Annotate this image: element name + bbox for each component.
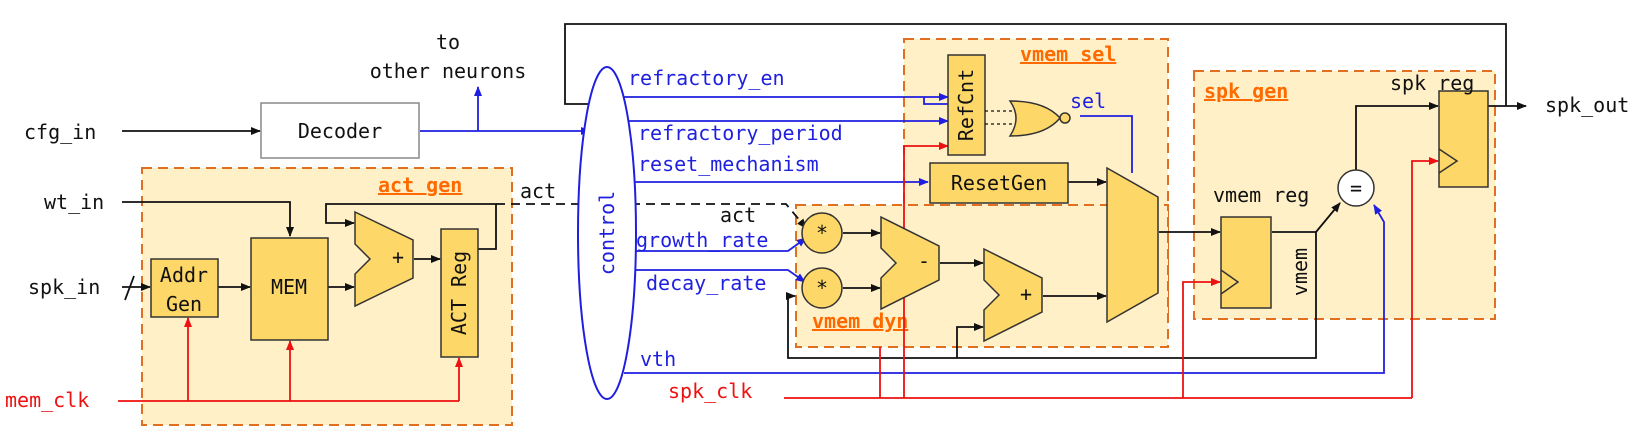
addr-gen-label-1: Addr [160, 263, 208, 287]
mem-clk-label: mem_clk [5, 388, 89, 412]
mult-1 [801, 212, 843, 254]
spk-out-label: spk_out [1545, 93, 1629, 117]
eq-sign: = [1350, 176, 1362, 200]
refcnt-block [947, 54, 986, 156]
growth-rate-wire [624, 237, 807, 252]
spk-clk-to-refcnt-wire [903, 142, 949, 398]
to-other-neurons-line2: other neurons [370, 59, 527, 83]
eq-comparator [1337, 169, 1375, 207]
mult-2 [801, 267, 843, 309]
decoder-block [260, 102, 420, 159]
spk-reg-clk-symbol [1438, 148, 1459, 174]
spk-in-bus-mark [124, 275, 135, 301]
resetgen-label: ResetGen [951, 171, 1047, 195]
nor-bubble [1059, 112, 1071, 124]
control-block [577, 66, 637, 400]
dyn-adder-block [983, 247, 1043, 343]
subtractor-sign: - [918, 249, 930, 273]
spk-feedback-wire [564, 23, 1507, 108]
act-gen-title: act gen [378, 173, 462, 197]
decoder-label: Decoder [298, 119, 382, 143]
refractory-period-label: refractory_period [638, 121, 843, 145]
vmem-vertical-label: vmem [1288, 248, 1312, 296]
decay-rate-wire [628, 269, 806, 283]
wt-in-wire [122, 201, 294, 237]
mem-label: MEM [271, 275, 307, 299]
resetgen-block [929, 162, 1069, 204]
refcnt-label: RefCnt [954, 69, 978, 141]
spk-reg-label: spk reg [1390, 71, 1474, 95]
refractory-en-nor-wire [923, 97, 948, 105]
nor-gate [1008, 100, 1061, 137]
actreg-feedback-wire [325, 203, 497, 250]
vth-label: vth [640, 347, 676, 371]
blue-wires [420, 86, 1385, 374]
eq-to-spkreg-wire [1355, 102, 1439, 171]
mem-block [250, 237, 329, 341]
black-wires [122, 23, 1527, 359]
act-label-2: act [720, 203, 756, 227]
addr-gen-block [150, 258, 219, 318]
control-label: control [595, 191, 619, 275]
vmem-reg-block [1220, 216, 1272, 309]
vmem-sel-title: vmem sel [1020, 42, 1116, 66]
spk-in-label: spk_in [28, 275, 100, 299]
vmem-reg-clk-symbol [1220, 269, 1240, 295]
vmem-mux [1106, 166, 1159, 324]
act-dashed-wire [496, 203, 807, 229]
vmem-to-eq-wire [1315, 202, 1341, 233]
decay-rate-label: decay_rate [646, 271, 766, 295]
to-other-neurons-line1: to [436, 30, 460, 54]
addr-gen-label-2: Gen [166, 292, 202, 316]
spk-clk-to-spkreg-wire [1411, 157, 1439, 398]
sel-label: sel [1070, 89, 1106, 113]
subtractor-block [880, 215, 940, 311]
mult-2-sign: * [816, 276, 828, 300]
dyn-adder-sign: + [1020, 282, 1032, 306]
spk-clk-label: spk_clk [668, 379, 752, 403]
vmem-dyn-title: vmem dyn [812, 309, 908, 333]
spk-reg-block [1438, 90, 1489, 188]
vmem-feedback-wire [786, 231, 1317, 359]
vmem-feedback-branch [956, 323, 984, 358]
act-reg-label: ACT Reg [447, 251, 471, 335]
wt-in-label: wt_in [44, 190, 104, 214]
sel-wire [1080, 115, 1133, 173]
reset-mechanism-label: reset_mechanism [638, 152, 819, 176]
cfg-in-label: cfg_in [24, 120, 96, 144]
vmem-reg-label: vmem reg [1213, 183, 1309, 207]
spk-clk-to-vmemreg-wire [1182, 278, 1221, 398]
red-wires [118, 142, 1439, 402]
act-reg-block [440, 228, 479, 358]
act-adder-block [354, 210, 414, 308]
spk-gen-title: spk gen [1204, 79, 1288, 103]
vth-wire [624, 204, 1385, 374]
mult-1-sign: * [816, 221, 828, 245]
act-label-1: act [520, 179, 556, 203]
act-adder-sign: + [392, 245, 404, 269]
refractory-en-label: refractory_en [628, 66, 785, 90]
growth-rate-label: growth_rate [636, 228, 768, 252]
